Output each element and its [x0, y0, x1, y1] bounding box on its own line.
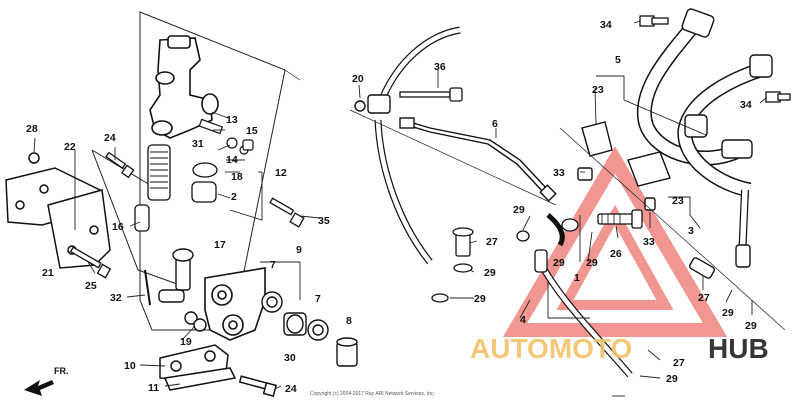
callout-34b: 34 [740, 99, 752, 111]
callout-10: 10 [124, 360, 136, 372]
callout-35: 35 [318, 215, 330, 227]
caliper-yoke [204, 267, 266, 341]
callout-21: 21 [42, 267, 54, 279]
callout-14: 14 [226, 154, 238, 166]
callout-29e: 29 [586, 257, 598, 269]
callout-25: 25 [85, 280, 97, 292]
callout-9: 9 [296, 244, 302, 256]
bolt-26 [597, 209, 643, 229]
callout-1: 1 [574, 272, 580, 284]
callout-28: 28 [26, 123, 38, 135]
callout-29g: 29 [745, 320, 757, 332]
copyright-text: Copyright (c) 2004-2017 Ray ARI Network … [310, 391, 435, 397]
pedal-bracket [5, 152, 111, 269]
callout-13: 13 [226, 114, 238, 126]
callout-23b: 23 [672, 195, 684, 207]
callout-23a: 23 [592, 84, 604, 96]
callout-32: 32 [110, 292, 122, 304]
callout-24a: 24 [104, 132, 116, 144]
bolt-36 [399, 87, 463, 102]
bolts-34 [639, 15, 791, 103]
bolts-left [69, 151, 305, 306]
callout-22: 22 [64, 141, 76, 153]
push-rod [158, 248, 207, 332]
watermark-triangle [502, 146, 728, 337]
brake-hose-left [374, 26, 461, 265]
callout-30: 30 [284, 352, 296, 364]
front-arrow: FR. [24, 366, 69, 396]
callout-27b: 27 [698, 292, 710, 304]
callout-4: 4 [520, 314, 526, 326]
hose-fittings-right [681, 8, 773, 279]
leader-lines [33, 20, 786, 397]
callout-numbers: 1 2 3 4 5 6 7 7 8 9 10 11 12 13 14 15 16… [26, 19, 757, 395]
banjo-bolt-27 [431, 227, 530, 303]
callout-2: 2 [231, 191, 237, 203]
callout-29a: 29 [513, 204, 525, 216]
piston-spring [134, 144, 218, 232]
bearing-set [261, 291, 358, 367]
callout-16: 16 [112, 221, 124, 233]
callout-31: 31 [192, 138, 204, 150]
callout-26: 26 [610, 248, 622, 260]
callout-3: 3 [688, 225, 694, 237]
callout-7b: 7 [315, 293, 321, 305]
hose-clamp-20 [354, 94, 391, 114]
callout-29f: 29 [722, 307, 734, 319]
callout-27a: 27 [486, 236, 498, 248]
callout-7a: 7 [270, 259, 276, 271]
arrow-icon [24, 380, 54, 396]
mounting-plate [159, 344, 278, 398]
callout-12: 12 [275, 167, 287, 179]
callout-20: 20 [352, 73, 364, 85]
callout-15: 15 [246, 125, 258, 137]
callout-29d: 29 [553, 257, 565, 269]
watermark-word-1: AUTOMOTO [470, 333, 632, 364]
callout-33b: 33 [643, 236, 655, 248]
callout-27c: 27 [673, 357, 685, 369]
brackets-23 [577, 121, 671, 211]
callout-29b: 29 [484, 267, 496, 279]
callout-34a: 34 [600, 19, 612, 31]
callout-24b: 24 [285, 383, 297, 395]
callout-17: 17 [214, 239, 226, 251]
callout-36: 36 [434, 61, 446, 73]
callout-19: 19 [180, 336, 192, 348]
brake-hose-4 [534, 213, 633, 378]
callout-8: 8 [346, 315, 352, 327]
front-label: FR. [54, 366, 69, 376]
callout-29c: 29 [474, 293, 486, 305]
watermark-text: AUTOMOTO HUB [470, 333, 769, 364]
master-cylinder-body [149, 35, 219, 139]
callout-5: 5 [615, 54, 621, 66]
callout-29h: 29 [666, 373, 678, 385]
watermark-word-2: HUB [708, 333, 769, 364]
brake-pipe-6 [399, 117, 557, 202]
callout-6: 6 [492, 118, 498, 130]
callout-33a: 33 [553, 167, 565, 179]
callout-11: 11 [148, 382, 159, 394]
callout-18: 18 [231, 171, 243, 183]
